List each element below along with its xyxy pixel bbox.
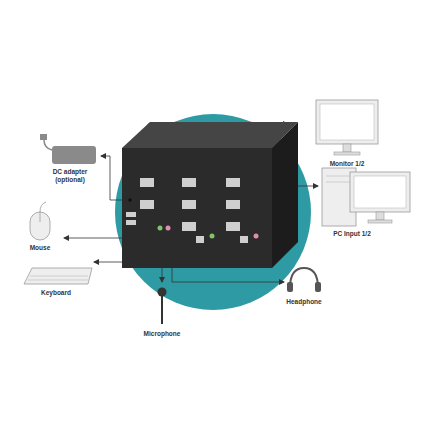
headphone-icon [287, 268, 321, 292]
device-name: Mouse [30, 244, 51, 252]
mouse-icon [30, 202, 50, 240]
dc-adapter-icon [40, 134, 96, 164]
device-label: Keyboard [41, 289, 71, 297]
device-label: DC adapter (optional) [47, 168, 93, 184]
device-name: Microphone [144, 330, 181, 338]
pc-icon [322, 168, 410, 226]
microphone-icon [158, 288, 167, 325]
device-name: DC adapter (optional) [47, 168, 93, 184]
device-label: Microphone [144, 330, 181, 338]
device-name: Headphone [286, 298, 321, 306]
device-label: Mouse [30, 244, 51, 252]
device-name: Monitor 1/2 [330, 160, 365, 168]
teal-circle [115, 114, 311, 310]
device-label: Headphone [286, 298, 321, 306]
kvm-switch [122, 122, 298, 268]
device-label: PC Input 1/2 [333, 230, 371, 238]
monitor-icon [316, 100, 378, 155]
device-name: PC Input 1/2 [333, 230, 371, 238]
device-name: Keyboard [41, 289, 71, 297]
device-label: Monitor 1/2 [330, 160, 365, 168]
keyboard-icon [24, 268, 92, 284]
